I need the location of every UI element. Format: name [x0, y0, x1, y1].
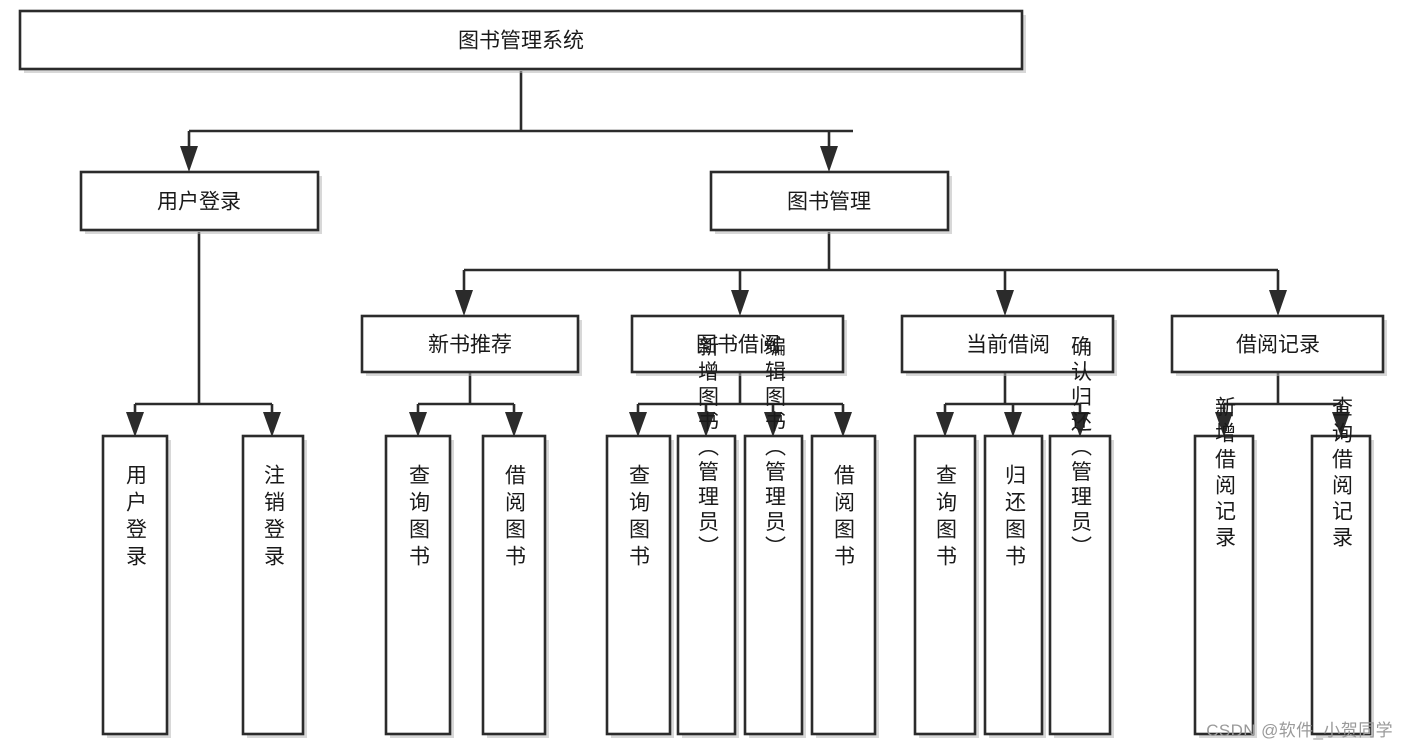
node-root[interactable]: 图书管理系统 [18, 9, 1026, 73]
node-leaf-return-book[interactable]: 归还图书 [983, 434, 1046, 738]
node-new-book-rec-label: 新书推荐 [428, 334, 512, 357]
connector-userlogin-to-leaves [126, 232, 281, 437]
node-leaf-logout[interactable]: 注销登录 [241, 434, 307, 738]
node-leaf-add-book-label: 新增图书（管理员） [696, 336, 720, 561]
node-current-borrow[interactable]: 当前借阅 [900, 314, 1117, 376]
node-root-label: 图书管理系统 [458, 30, 584, 53]
node-leaf-borrow-book-2-label: 借阅图书 [832, 464, 856, 572]
node-book-manage-label: 图书管理 [787, 191, 871, 214]
node-leaf-query-book-1-label: 查询图书 [407, 464, 431, 572]
connector-newbookrec-to-leaves [409, 373, 523, 437]
node-user-login-label: 用户登录 [157, 191, 241, 214]
node-leaf-edit-book-label: 编辑图书（管理员） [763, 336, 787, 561]
node-leaf-borrow-book-1-label: 借阅图书 [503, 464, 527, 572]
node-leaf-query-book-1[interactable]: 查询图书 [384, 434, 454, 738]
node-book-borrow[interactable]: 图书借阅 [630, 314, 847, 376]
node-leaf-edit-book[interactable]: 编辑图书（管理员） [743, 336, 806, 739]
node-leaf-query-record[interactable]: 查询借阅记录 [1310, 396, 1374, 738]
node-leaf-borrow-book-1[interactable]: 借阅图书 [481, 434, 549, 738]
connector-currentborrow-to-leaves [936, 373, 1089, 437]
node-book-manage[interactable]: 图书管理 [709, 170, 952, 234]
node-leaf-user-login[interactable]: 用户登录 [101, 434, 171, 738]
node-leaf-add-book[interactable]: 新增图书（管理员） [676, 336, 739, 739]
connector-bookborrow-to-leaves [629, 373, 852, 437]
node-user-login[interactable]: 用户登录 [79, 170, 322, 234]
node-leaf-query-book-3-label: 查询图书 [934, 464, 958, 572]
connector-root-to-level1 [180, 71, 853, 172]
node-borrow-record[interactable]: 借阅记录 [1170, 314, 1387, 376]
node-leaf-add-record-label: 新增借阅记录 [1213, 396, 1237, 552]
connector-bookmanage-to-level2 [455, 232, 1287, 316]
node-leaf-borrow-book-2[interactable]: 借阅图书 [810, 434, 879, 738]
node-new-book-rec[interactable]: 新书推荐 [360, 314, 582, 376]
node-leaf-add-record[interactable]: 新增借阅记录 [1193, 396, 1257, 738]
node-leaf-confirm-return-label: 确认归还（管理员） [1069, 336, 1093, 561]
node-leaf-user-login-label: 用户登录 [124, 464, 148, 572]
node-leaf-query-book-3[interactable]: 查询图书 [913, 434, 979, 738]
node-leaf-return-book-label: 归还图书 [1003, 464, 1027, 572]
node-leaf-query-book-2[interactable]: 查询图书 [605, 434, 674, 738]
node-current-borrow-label: 当前借阅 [966, 334, 1050, 357]
node-leaf-query-record-label: 查询借阅记录 [1330, 396, 1354, 552]
node-borrow-record-label: 借阅记录 [1236, 334, 1320, 357]
node-leaf-query-book-2-label: 查询图书 [627, 464, 651, 572]
node-leaf-logout-label: 注销登录 [262, 464, 286, 572]
node-leaf-confirm-return[interactable]: 确认归还（管理员） [1048, 336, 1114, 739]
connector-borrowrecord-to-leaves [1215, 373, 1350, 437]
node-book-borrow-label: 图书借阅 [696, 334, 780, 357]
